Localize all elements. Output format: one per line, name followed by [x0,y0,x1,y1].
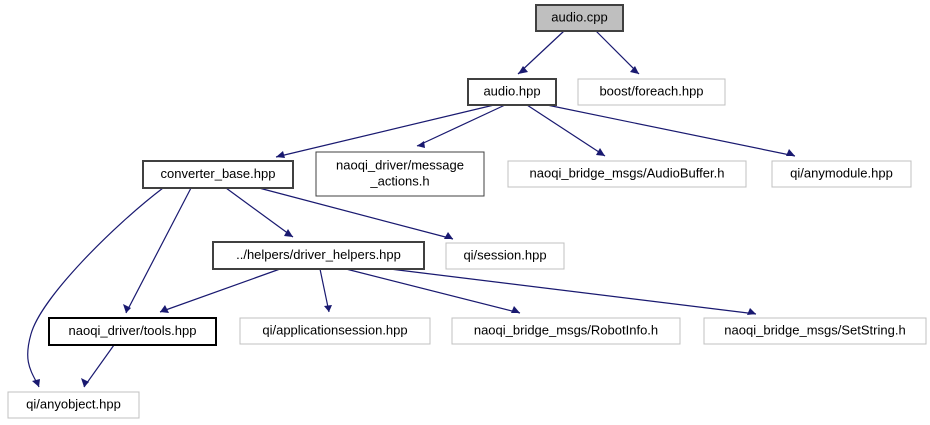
node-box[interactable] [445,242,565,270]
node-label: ../helpers/driver_helpers.hpp [236,247,401,262]
edge-driver_helpers-to-tools_hpp [159,268,281,313]
node-label: qi/session.hpp [463,247,546,262]
graph-node-robotinfo[interactable]: naoqi_bridge_msgs/RobotInfo.h [451,317,681,345]
arrowhead-icon [786,149,795,156]
node-box[interactable] [212,241,425,270]
arrowhead-icon [276,151,285,158]
node-label: naoqi_driver/tools.hpp [69,323,197,338]
edge-audio_hpp-to-audiobuffer [526,104,606,157]
graph-node-boost_foreach[interactable]: boost/foreach.hpp [577,78,726,106]
edge-audio_cpp-to-audio_hpp [517,30,565,75]
node-box[interactable] [451,317,681,345]
edge-converter_base-to-driver_helpers [225,187,294,238]
arrowhead-icon [444,232,453,239]
node-label: qi/anyobject.hpp [26,396,121,411]
arrowhead-icon [32,379,40,387]
edges-layer [27,30,796,388]
graph-node-audio_hpp[interactable]: audio.hpp [467,78,557,106]
node-label: naoqi_driver/message [336,157,464,172]
node-label: _actions.h [369,173,429,188]
node-box[interactable] [703,317,927,345]
arrowhead-icon [518,66,528,74]
arrowhead-icon [747,308,756,315]
graph-node-tools_hpp[interactable]: naoqi_driver/tools.hpp [48,317,217,346]
node-box[interactable] [7,391,140,419]
nodes-layer: audio.cpp audio.hpp boost/foreach.hpp conve… [7,4,927,419]
graph-node-qi_session[interactable]: qi/session.hpp [445,242,565,270]
graph-node-converter_base[interactable]: converter_base.hpp [142,160,294,189]
node-box[interactable] [771,160,912,188]
node-label: naoqi_bridge_msgs/RobotInfo.h [474,322,658,337]
node-box[interactable] [239,317,431,345]
edge-audio_cpp-to-boost_foreach [595,30,640,75]
graph-node-audio_cpp[interactable]: audio.cpp [535,4,624,32]
edge-audio_hpp-to-converter_base [275,104,495,158]
node-label: qi/applicationsession.hpp [262,322,407,337]
edge-tools_hpp-to-anyobject [81,344,115,388]
node-box[interactable] [142,160,294,189]
node-label: qi/anymodule.hpp [790,165,893,180]
arrowhead-icon [417,141,425,148]
arrowhead-icon [596,148,605,156]
edge-audio_hpp-to-anymodule [546,104,796,157]
node-label: converter_base.hpp [161,166,276,181]
arrowhead-icon [284,229,293,237]
node-box[interactable] [535,4,624,32]
edge-converter_base-to-qi_session [258,187,454,240]
graph-node-anyobject[interactable]: qi/anyobject.hpp [7,391,140,419]
edge-audio_hpp-to-message_actions [416,104,506,148]
graph-node-setstring[interactable]: naoqi_bridge_msgs/SetString.h [703,317,927,345]
graph-node-driver_helpers[interactable]: ../helpers/driver_helpers.hpp [212,241,425,270]
arrowhead-icon [160,305,169,313]
graph-node-anymodule[interactable]: qi/anymodule.hpp [771,160,912,188]
node-box[interactable] [577,78,726,106]
graph-node-audiobuffer[interactable]: naoqi_bridge_msgs/AudioBuffer.h [507,160,747,188]
edge-driver_helpers-to-setstring [389,268,757,315]
node-label: audio.hpp [483,83,540,98]
edge-driver_helpers-to-robotinfo [345,268,521,314]
node-box[interactable] [315,151,485,197]
arrowhead-icon [81,378,89,387]
edge-converter_base-to-tools_hpp [123,187,192,314]
node-label: naoqi_bridge_msgs/SetString.h [724,322,905,337]
edge-driver_helpers-to-appsession [319,268,332,313]
node-label: audio.cpp [551,9,607,24]
graph-node-appsession[interactable]: qi/applicationsession.hpp [239,317,431,345]
graph-node-message_actions[interactable]: naoqi_driver/message_actions.h [315,151,485,197]
arrowhead-icon [630,66,639,74]
arrowhead-icon [511,306,520,313]
node-box[interactable] [507,160,747,188]
node-label: naoqi_bridge_msgs/AudioBuffer.h [530,165,725,180]
edge-converter_base-to-anyobject [27,187,164,388]
arrowhead-icon [123,304,131,313]
node-label: boost/foreach.hpp [599,83,703,98]
arrowhead-icon [324,305,332,312]
node-box[interactable] [467,78,557,106]
node-box[interactable] [48,317,217,346]
